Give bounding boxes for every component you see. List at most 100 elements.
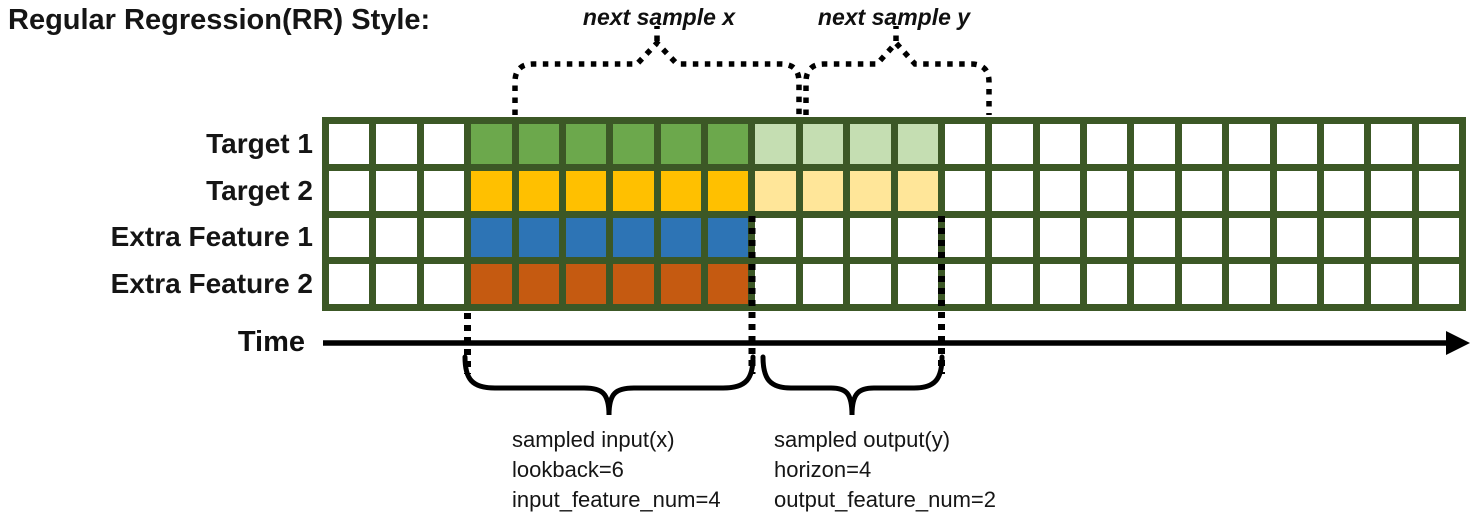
grid-cell: [423, 124, 465, 164]
time-series-grid: [322, 117, 1466, 311]
grid-cell: [1371, 264, 1412, 304]
grid-cell: [1371, 124, 1412, 164]
grid-cell: [1134, 264, 1175, 304]
next-sample-y-brace: [803, 26, 992, 115]
grid-cell: [518, 170, 559, 211]
grid-cell: [1134, 217, 1175, 258]
grid-cell: [329, 170, 370, 211]
grid-cell: [944, 264, 986, 304]
grid-cell: [471, 264, 512, 304]
grid-cell: [944, 170, 986, 211]
grid-cell: [802, 264, 844, 304]
grid-cell: [1087, 124, 1128, 164]
grid-cell: [376, 264, 417, 304]
sampled-input-brace: [462, 354, 756, 416]
lookback-value: lookback=6: [512, 457, 624, 482]
grid-cell: [660, 124, 701, 164]
grid-cell: [1371, 217, 1412, 258]
grid-cell: [992, 124, 1033, 164]
grid-cell: [471, 170, 512, 211]
grid-cell: [613, 124, 654, 164]
grid-cell: [1181, 170, 1223, 211]
time-arrow: [323, 331, 1470, 355]
grid-cell: [1323, 170, 1365, 211]
grid-cell: [518, 124, 559, 164]
horizon-value: horizon=4: [774, 457, 872, 482]
next-sample-y-label: next sample y: [817, 4, 971, 30]
grid-cell: [1323, 264, 1365, 304]
grid-cell: [565, 217, 607, 258]
grid-cell: [802, 170, 844, 211]
grid-cell: [423, 170, 465, 211]
next-sample-x-brace: [512, 26, 802, 115]
grid-cell: [708, 124, 749, 164]
row-label-target-2: Target 2: [206, 175, 313, 206]
grid-cell: [329, 264, 370, 304]
page-title: Regular Regression(RR) Style:: [8, 4, 431, 36]
grid-cell: [1181, 264, 1223, 304]
grid-cell: [376, 217, 417, 258]
grid-cell: [708, 170, 749, 211]
sampled-input-title: sampled input(x): [512, 427, 675, 452]
grid-cell: [423, 264, 465, 304]
grid-cell: [471, 217, 512, 258]
sampled-input-annotation: sampled input(x) lookback=6 input_featur…: [512, 425, 721, 515]
grid-cell: [1039, 264, 1080, 304]
grid-cell: [565, 264, 607, 304]
grid-cell: [1418, 264, 1459, 304]
grid-cell: [565, 170, 607, 211]
grid-cell: [518, 217, 559, 258]
next-sample-x-label: next sample x: [582, 4, 736, 30]
grid-cell: [708, 264, 749, 304]
grid-cell: [1276, 170, 1317, 211]
grid-cell: [992, 217, 1033, 258]
sampled-output-annotation: sampled output(y) horizon=4 output_featu…: [774, 425, 996, 515]
grid-cell: [897, 264, 938, 304]
sampled-output-title: sampled output(y): [774, 427, 951, 452]
grid-cell: [1323, 217, 1365, 258]
grid-cell: [329, 124, 370, 164]
grid-cell: [1229, 217, 1270, 258]
time-axis-label: Time: [237, 326, 305, 358]
grid-cell: [708, 217, 749, 258]
grid-cell: [1276, 264, 1317, 304]
grid-cell: [1229, 170, 1270, 211]
grid-cell: [1087, 170, 1128, 211]
grid-cell: [1039, 170, 1080, 211]
grid-cell: [1039, 124, 1080, 164]
grid-cell: [660, 170, 701, 211]
grid-cell: [755, 217, 796, 258]
grid-cell: [1276, 124, 1317, 164]
grid-cell: [660, 264, 701, 304]
grid-cell: [565, 124, 607, 164]
grid-cell: [613, 170, 654, 211]
grid-cell: [1229, 264, 1270, 304]
grid-cell: [992, 170, 1033, 211]
sampled-output-brace: [760, 354, 945, 416]
grid-cell: [1087, 217, 1128, 258]
grid-cell: [944, 217, 986, 258]
grid-cell: [518, 264, 559, 304]
grid-cell: [897, 217, 938, 258]
grid-cell: [802, 217, 844, 258]
grid-cell: [1087, 264, 1128, 304]
grid-cell: [897, 170, 938, 211]
grid-cell: [660, 217, 701, 258]
row-label-target-1: Target 1: [206, 128, 313, 159]
grid-cell: [992, 264, 1033, 304]
grid-cell: [1418, 124, 1459, 164]
grid-cell: [1181, 217, 1223, 258]
grid-cell: [1039, 217, 1080, 258]
grid-cell: [1134, 170, 1175, 211]
grid-cell: [1323, 124, 1365, 164]
grid-cell: [755, 264, 796, 304]
grid-cell: [850, 264, 891, 304]
grid-cell: [329, 217, 370, 258]
grid-cell: [850, 124, 891, 164]
grid-cell: [850, 217, 891, 258]
grid-cell: [1134, 124, 1175, 164]
grid-cell: [755, 170, 796, 211]
grid-cell: [802, 124, 844, 164]
grid-cell: [944, 124, 986, 164]
grid-cell: [1418, 217, 1459, 258]
